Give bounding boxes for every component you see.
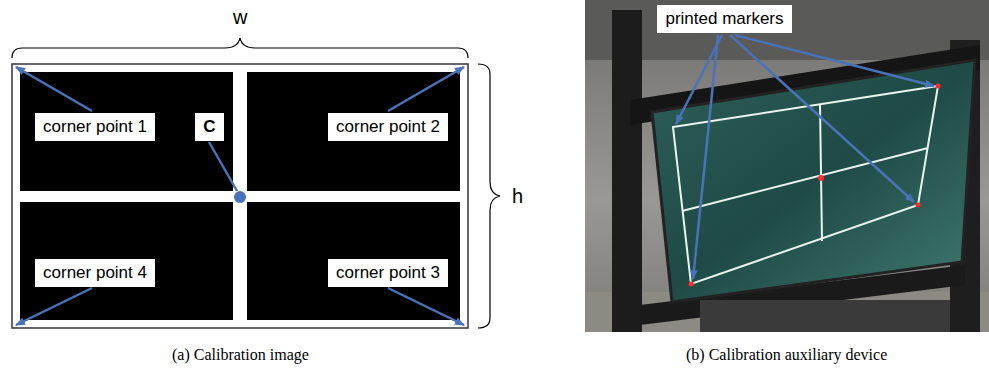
label-text: corner point 4 <box>43 263 147 283</box>
label-box: corner point 1 <box>35 113 155 141</box>
label-box: printed markers <box>657 5 792 33</box>
dimension-label: h <box>512 185 523 208</box>
label-box: corner point 3 <box>328 259 448 287</box>
dimension-label: w <box>233 6 247 29</box>
label-box: corner point 4 <box>35 259 155 287</box>
label-box: C <box>195 113 224 141</box>
subfigure-caption: (b) Calibration auxiliary device <box>686 346 887 364</box>
label-text: C <box>203 117 215 137</box>
label-text: corner point 3 <box>336 263 440 283</box>
label-text: printed markers <box>665 9 783 29</box>
subfigure-caption: (a) Calibration image <box>172 346 309 364</box>
label-text: corner point 2 <box>336 117 440 137</box>
label-box: corner point 2 <box>328 113 448 141</box>
label-text: corner point 1 <box>43 117 147 137</box>
